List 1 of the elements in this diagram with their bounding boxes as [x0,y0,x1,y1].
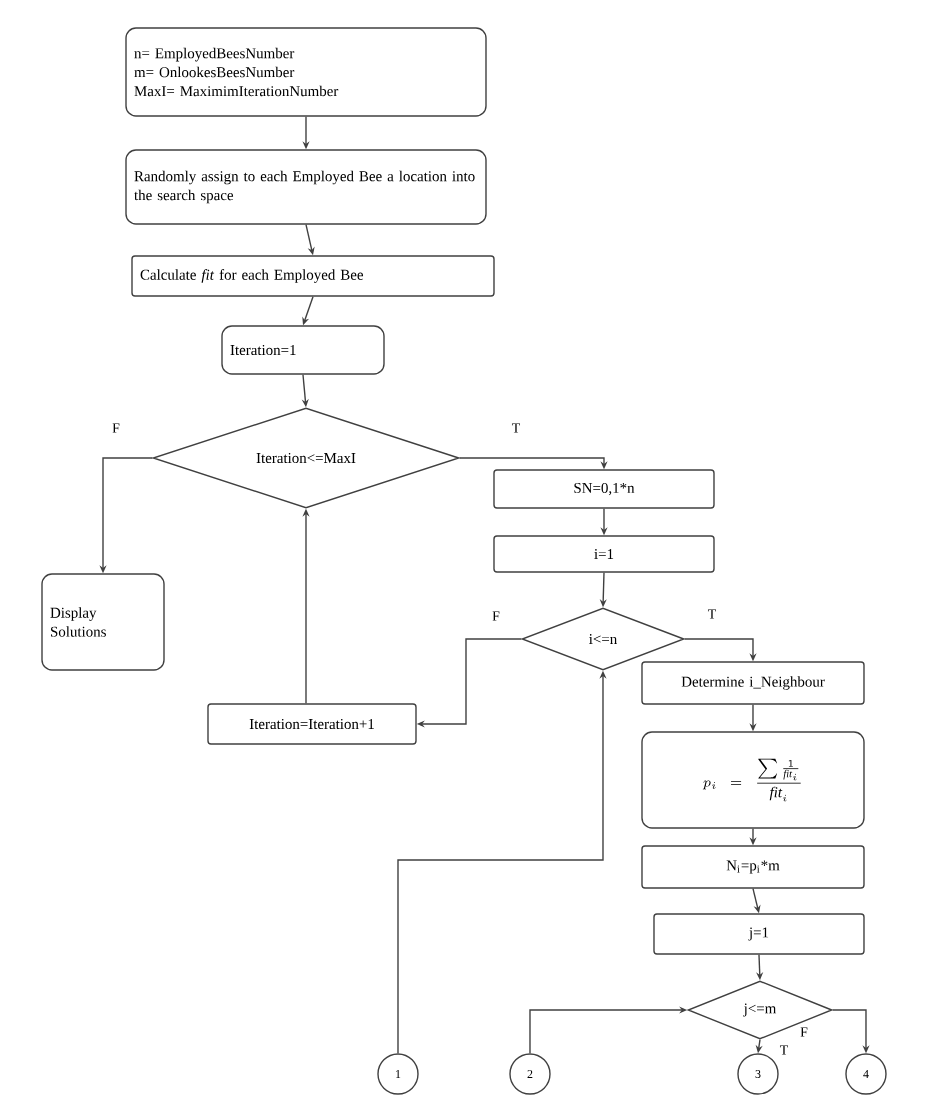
formula-box: $p_i = \frac{\sum \frac{1}{\mathit{fit}_i}}{\mathit{fit}_i}$ [641,731,865,829]
